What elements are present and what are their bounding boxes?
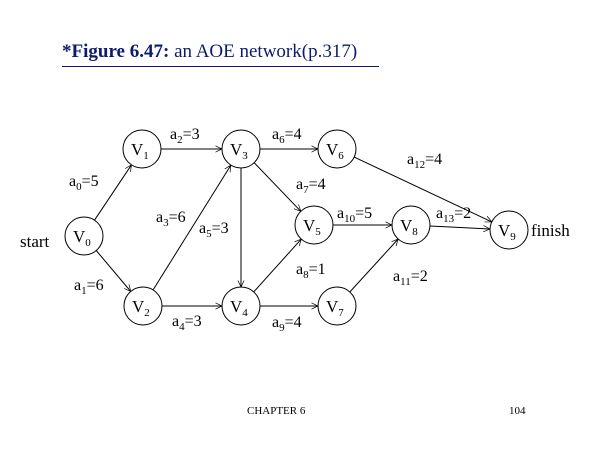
node-label-v1: V1 xyxy=(131,140,149,162)
node-v1: V1 xyxy=(122,129,162,169)
slide-title: *Figure 6.47: an AOE network(p.317) xyxy=(62,41,357,63)
edge-label-a8: a8=1 xyxy=(296,261,326,281)
edge-label-a4: a4=3 xyxy=(172,313,202,333)
node-v5: V5 xyxy=(294,205,334,245)
edge-label-a5: a5=3 xyxy=(199,220,229,240)
finish-label: finish xyxy=(531,221,570,240)
figure-caption: an AOE network(p.317) xyxy=(169,41,358,62)
start-label: start xyxy=(20,232,50,251)
edge-v3-v5 xyxy=(253,162,301,212)
edge-label-a13: a13=2 xyxy=(436,205,471,225)
edge-v6-v9 xyxy=(353,156,492,223)
node-v3: V3 xyxy=(221,129,261,169)
edge-label-a10: a10=5 xyxy=(337,205,372,225)
edge-label-a6: a6=4 xyxy=(272,126,302,146)
node-label-v6: V6 xyxy=(326,140,344,162)
edge-label-a3: a3=6 xyxy=(156,209,186,229)
edge-label-a7: a7=4 xyxy=(296,176,326,196)
node-label-v0: V0 xyxy=(73,227,91,249)
figure-label: *Figure 6.47: xyxy=(62,41,170,62)
node-label-v9: V9 xyxy=(498,221,516,243)
footer-page-number: 104 xyxy=(509,405,526,417)
edge-v2-v3 xyxy=(152,165,231,291)
node-v9: V9 xyxy=(489,210,529,250)
edge-v0-v1 xyxy=(94,165,132,221)
node-v7: V7 xyxy=(317,286,357,326)
edge-v0-v2 xyxy=(95,250,131,292)
node-label-v2: V2 xyxy=(132,297,150,319)
footer-chapter: CHAPTER 6 xyxy=(247,405,306,417)
title-underline xyxy=(62,66,379,67)
edge-label-a11: a11=2 xyxy=(393,268,428,288)
node-v6: V6 xyxy=(317,129,357,169)
node-v0: V0 xyxy=(64,216,104,256)
node-label-v7: V7 xyxy=(326,297,344,319)
edge-label-a2: a2=3 xyxy=(170,126,200,146)
node-v8: V8 xyxy=(391,205,431,245)
node-label-v4: V4 xyxy=(230,297,248,319)
edge-label-a12: a12=4 xyxy=(407,151,442,171)
node-label-v8: V8 xyxy=(400,216,418,238)
node-label-v5: V5 xyxy=(303,216,321,238)
edge-v8-v9 xyxy=(429,226,490,229)
edge-v4-v5 xyxy=(253,239,302,293)
edge-label-a0: a0=5 xyxy=(69,173,99,193)
edge-v7-v8 xyxy=(349,239,398,293)
node-v2: V2 xyxy=(123,286,163,326)
node-v4: V4 xyxy=(221,286,261,326)
edge-label-a9: a9=4 xyxy=(272,314,302,334)
node-label-v3: V3 xyxy=(230,140,248,162)
edge-label-a1: a1=6 xyxy=(74,277,104,297)
